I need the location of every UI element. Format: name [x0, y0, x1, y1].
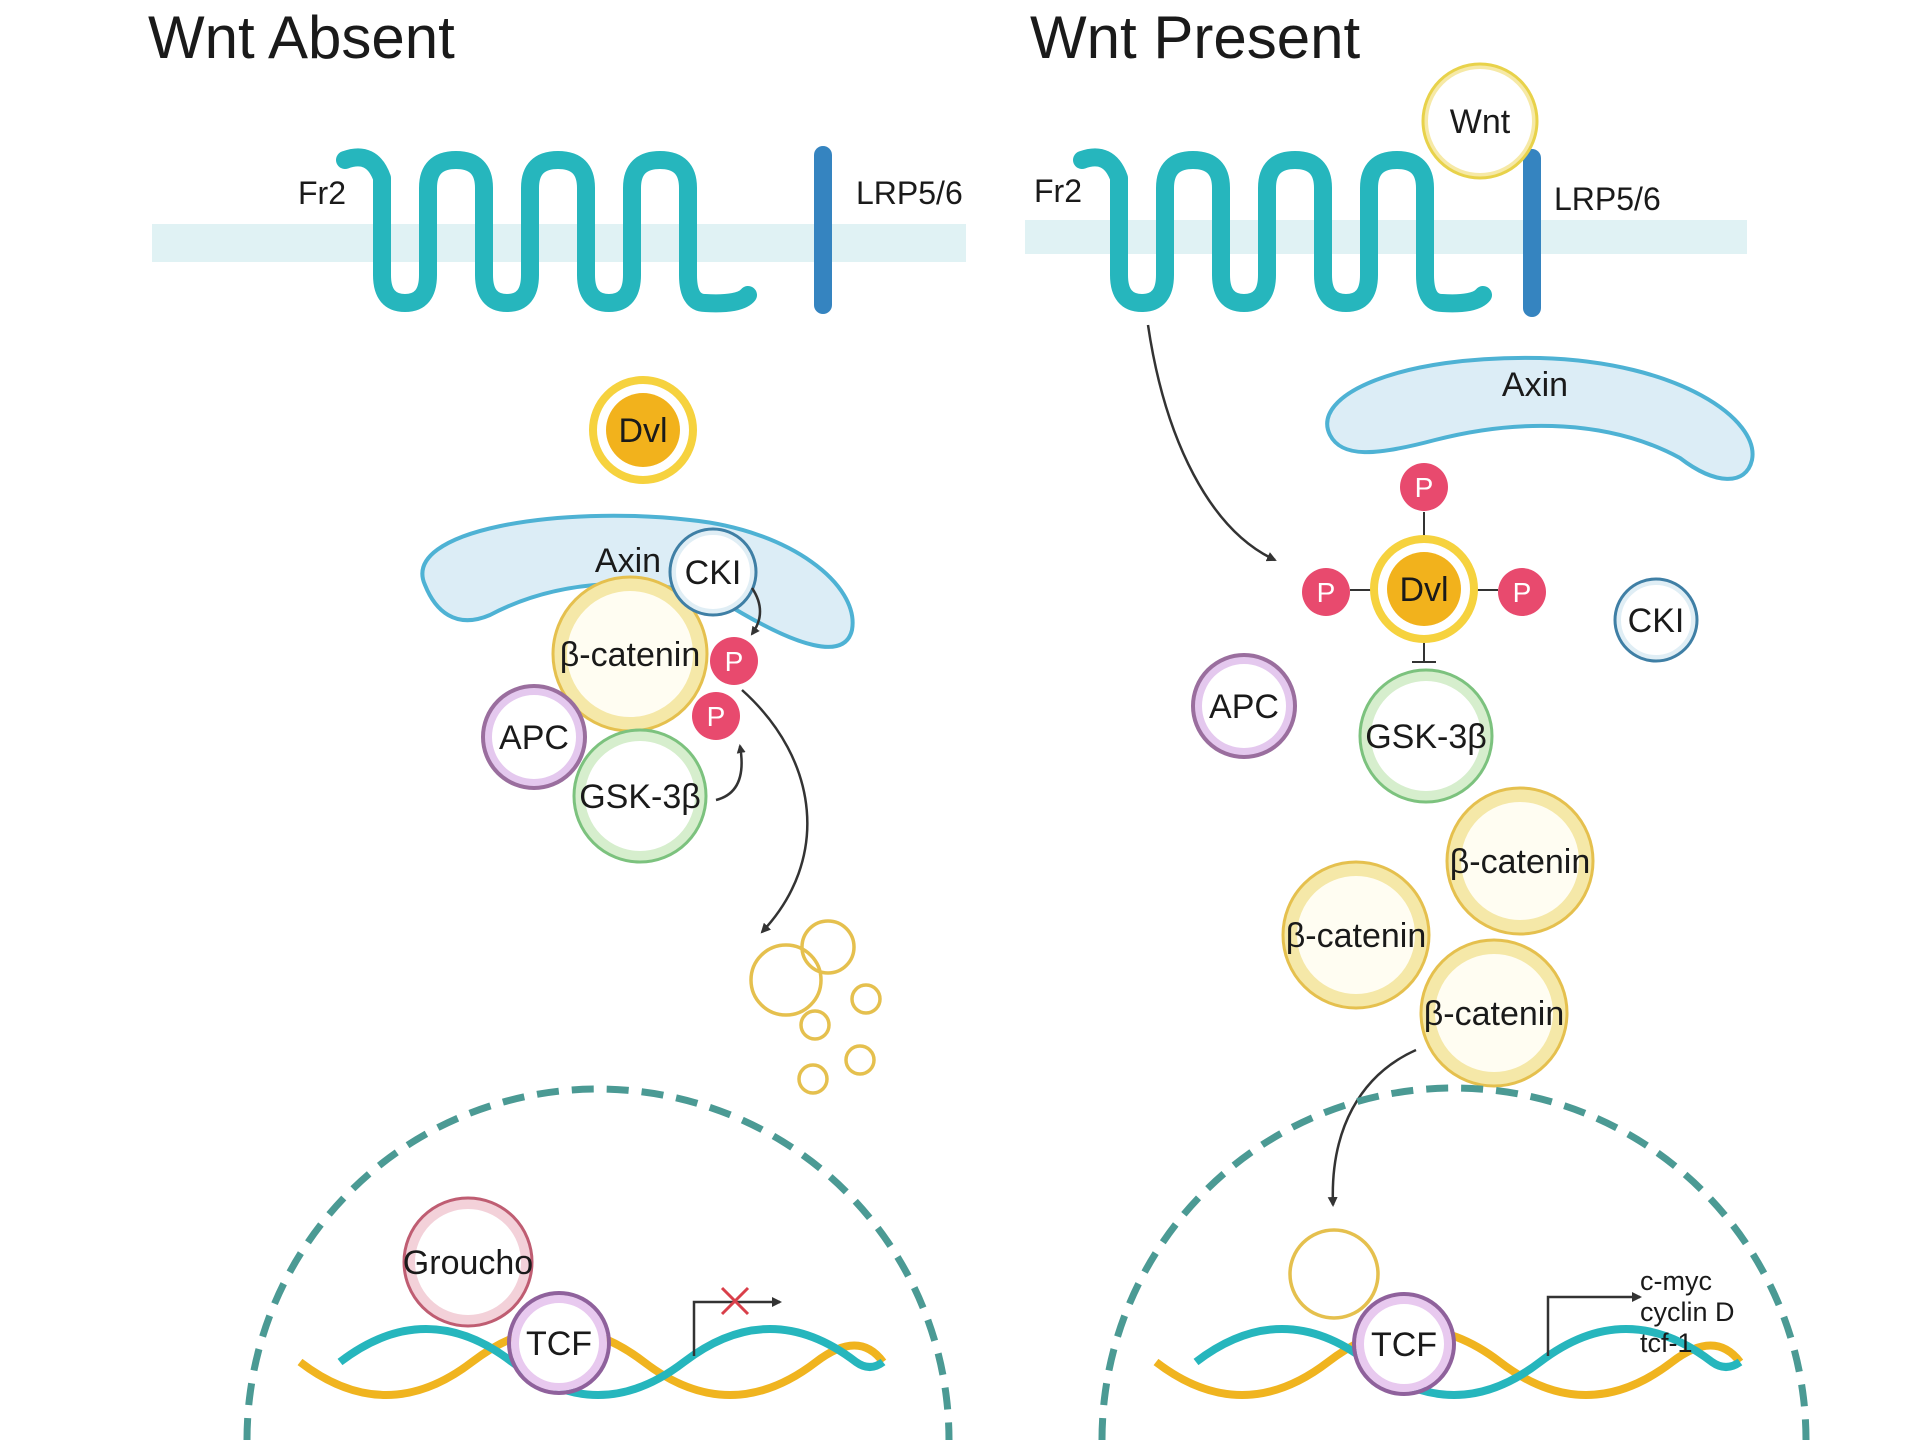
beta-catenin: β-catenin [551, 575, 709, 733]
beta-catenin: β-catenin [1445, 786, 1595, 936]
axin-label: Axin [595, 542, 661, 580]
axin-scaffold [1325, 355, 1755, 481]
beta-catenin-label: β-catenin [1450, 843, 1591, 881]
transcription-arrow [1546, 1292, 1642, 1356]
tcf-label: TCF [1371, 1326, 1437, 1364]
target-gene-label: cyclin D [1640, 1297, 1735, 1327]
svg-text:P: P [707, 701, 726, 732]
nucleus-envelope [1098, 1084, 1810, 1440]
tcf-transcription-factor: TCF [1352, 1292, 1456, 1396]
gsk3b-label: GSK-3β [1365, 718, 1487, 756]
target-gene-label: c-myc [1640, 1266, 1712, 1296]
panel-wnt-present: Wnt Present Fr2 LRP5/6 Wnt Axin Dvl [1025, 4, 1810, 1440]
dvl-protein: Dvl [1370, 535, 1478, 643]
title-wnt-present: Wnt Present [1030, 4, 1360, 71]
cki-kinase: CKI [1613, 577, 1699, 663]
fr2-receptor [336, 148, 757, 313]
panel-wnt-absent: Wnt Absent Fr2 LRP5/6 Dvl Axin β-catenin… [148, 4, 966, 1440]
fr2-receptor [1073, 148, 1492, 313]
phosphate-left: P [1302, 568, 1350, 616]
beta-catenin: β-catenin [1281, 860, 1431, 1010]
cki-phosphorylation-arrow [750, 587, 762, 636]
nuclear-beta-catenin [1288, 1228, 1380, 1320]
lrp56-label: LRP5/6 [1554, 181, 1661, 217]
tcf-label: TCF [526, 1325, 592, 1363]
phosphate-2: P [692, 692, 740, 740]
gsk3b-label: GSK-3β [579, 778, 701, 816]
blocked-transcription-arrow [692, 1297, 782, 1356]
cell-membrane [152, 224, 966, 262]
gsk3b-kinase: GSK-3β [1358, 668, 1494, 804]
dvl-phospho-links [1350, 512, 1498, 663]
fr2-label: Fr2 [1034, 173, 1082, 209]
dvl-label: Dvl [1399, 571, 1448, 609]
gsk-phosphorylation-arrow [715, 744, 746, 802]
cki-kinase: CKI [668, 527, 758, 617]
apc-protein: APC [1191, 653, 1297, 759]
transcription-blocked-mark [720, 1286, 750, 1316]
apc-label: APC [1209, 688, 1279, 726]
beta-catenin-label: β-catenin [560, 636, 701, 674]
wnt-ligand: Wnt [1421, 62, 1539, 180]
svg-text:P: P [1415, 472, 1434, 503]
dvl-protein: Dvl [589, 376, 697, 484]
svg-text:P: P [725, 646, 744, 677]
wnt-label: Wnt [1450, 103, 1511, 141]
axin-label: Axin [1502, 366, 1568, 404]
groucho-corepressor: Groucho [402, 1196, 534, 1328]
activation-arrow [1146, 324, 1277, 562]
cki-label: CKI [1628, 602, 1685, 640]
phosphate-1: P [710, 637, 758, 685]
apc-label: APC [499, 719, 569, 757]
degraded-catenin-fragments [749, 919, 882, 1095]
beta-catenin-label: β-catenin [1424, 995, 1565, 1033]
beta-catenin: β-catenin [1419, 938, 1569, 1088]
cki-label: CKI [685, 554, 742, 592]
phosphate-top: P [1400, 463, 1448, 511]
nucleus-envelope [243, 1085, 953, 1440]
lrp56-label: LRP5/6 [856, 175, 963, 211]
svg-text:P: P [1317, 577, 1336, 608]
dvl-label: Dvl [618, 412, 667, 450]
nuclear-translocation-arrow [1327, 1048, 1417, 1207]
phosphate-right: P [1498, 568, 1546, 616]
groucho-label: Groucho [403, 1244, 533, 1282]
target-gene-label: tcf-1 [1640, 1328, 1693, 1358]
apc-protein: APC [481, 684, 587, 790]
gsk3b-kinase: GSK-3β [572, 728, 708, 864]
beta-catenin-label: β-catenin [1286, 917, 1427, 955]
fr2-label: Fr2 [298, 175, 346, 211]
cell-membrane [1025, 220, 1747, 254]
degradation-arrow [741, 689, 809, 934]
svg-text:P: P [1513, 577, 1532, 608]
title-wnt-absent: Wnt Absent [148, 4, 455, 71]
tcf-transcription-factor: TCF [507, 1291, 611, 1395]
dna-helix [1153, 1324, 1744, 1400]
